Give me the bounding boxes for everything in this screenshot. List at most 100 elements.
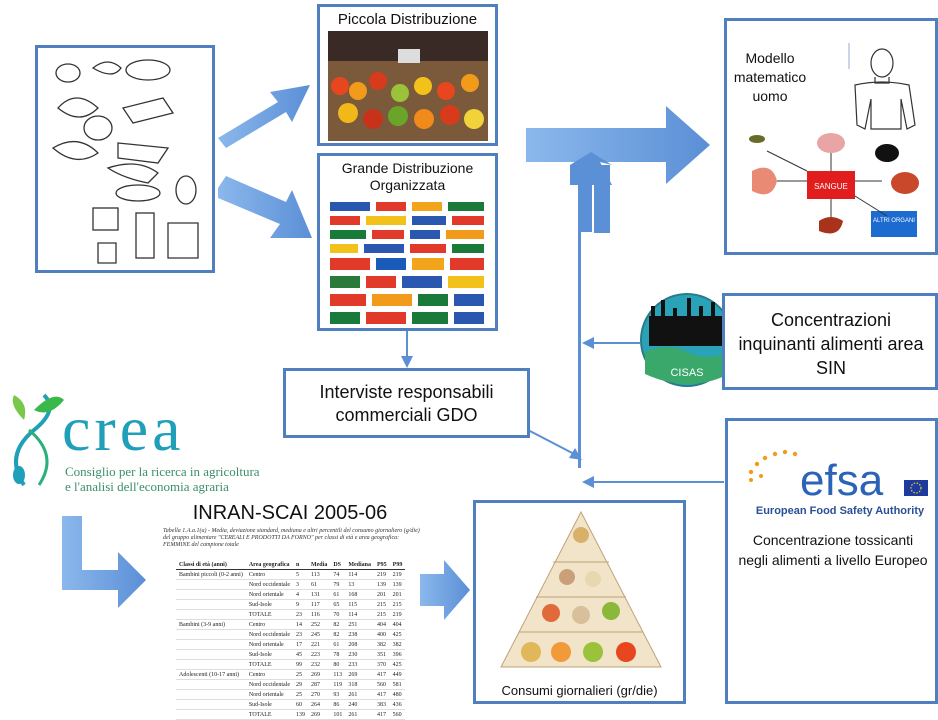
inran-table-cell: 201 [374,589,390,600]
inran-table-cell: Centro [245,569,293,580]
crea-wordmark: crea [62,393,185,464]
inran-table-cell: 114 [345,609,374,620]
arrow-to-grande [218,176,312,238]
concentrazioni-text: Concentrazioni inquinanti alimenti area … [738,310,924,378]
inran-table-cell [176,699,246,710]
inran-table-cell: 82 [330,629,346,640]
inran-table-cell: 230 [345,649,374,660]
inran-table-cell: 45 [292,649,308,660]
inran-table-cell: 139 [374,579,390,590]
inran-table-cell: Adolescenti (10-17 anni) [176,669,246,680]
inran-table-cell: 287 [307,679,331,690]
inran-table-cell: 417 [374,709,390,720]
inran-header-cell: P95 [374,560,390,570]
inran-table-cell [176,579,246,590]
arrow-to-piccola [218,85,310,148]
inran-table-cell: 74 [330,569,346,580]
food-box [35,45,215,273]
inran-table-cell: 245 [307,629,331,640]
inran-table-cell: 208 [345,639,374,650]
cisas-logo: CISAS [640,293,734,387]
inran-table-cell: 223 [307,649,331,660]
inran-table-cell: Nord orientale [245,639,293,650]
trunk-upper [594,165,610,233]
inran-table-cell: 240 [345,699,374,710]
inran-table-cell: 9 [292,599,308,610]
inran-table-cell: 269 [307,669,331,680]
crea-helix-icon [12,393,64,487]
inran-table-cell: 79 [330,579,346,590]
inran-table-cell: 215 [374,609,390,620]
inran-table-cell: 425 [389,659,406,670]
inran-table-cell: 60 [292,699,308,710]
inran-table-cell: 139 [292,709,308,720]
trunk-line [578,208,581,468]
efsa-box [725,418,938,704]
inran-table-cell: 417 [374,689,390,700]
inran-header-cell: Area geografica [245,560,293,570]
inran-table-cell: 269 [307,709,331,720]
inran-table-cell [176,689,246,700]
efsa-subtitle: European Food Safety Authority [755,505,925,517]
arrowhead-efsa [582,476,594,488]
inran-table-cell: 113 [330,669,346,680]
line-interviste-to-trunk [527,429,579,457]
food-sketch [51,59,199,264]
inran-table-cell: 86 [330,699,346,710]
grande-distribuzione-title: Grande Distribuzione Organizzata [341,160,474,193]
inran-table-cell: 61 [330,639,346,650]
inran-table-cell: 382 [374,639,390,650]
inran-table-cell: 219 [389,609,406,620]
consumi-text: Consumi giornalieri (gr/die) [501,683,658,698]
inran-table-cell: 116 [307,609,331,620]
inran-table-cell: Bambini (3-9 anni) [176,619,246,630]
inran-table-cell: Nord occidentale [245,679,293,690]
consumi-box: Consumi giornalieri (gr/die) [473,500,686,704]
inran-table-cell: 560 [389,709,406,720]
inran-table-cell: 436 [389,699,406,710]
inran-table-cell: 61 [307,579,331,590]
crea-subtitle-line2: e l'analisi dell'economia agraria [65,479,229,494]
inran-table-cell: 232 [307,659,331,670]
inran-table-cell: 382 [389,639,406,650]
inran-table-cell: 131 [307,589,331,600]
inran-table-cell: 383 [374,699,390,710]
inran-table-cell: 168 [345,589,374,600]
inran-table-cell: 261 [345,689,374,700]
inran-table-cell [176,679,246,690]
arrowhead-interviste [401,356,413,368]
connectors-layer [62,85,724,620]
inran-table-cell: 238 [345,629,374,640]
inran-table-cell: 251 [345,619,374,630]
inran-table-cell: 3 [292,579,308,590]
inran-table-cell: 23 [292,609,308,620]
market-photo [328,31,488,141]
inran-table-cell: 560 [374,679,390,690]
inran-table-cell: Nord orientale [245,689,293,700]
concentrazioni-box: Concentrazioni inquinanti alimenti area … [722,293,938,390]
efsa-caption: Concentrazione tossicanti negli alimenti… [738,532,928,568]
gdo-logos-collage [330,202,484,324]
eu-flag-icon [904,480,928,496]
inran-table-cell: 17 [292,639,308,650]
inran-table-cell: Centro [245,669,293,680]
inran-table-cell: 219 [374,569,390,580]
inran-table-cell: 78 [330,649,346,660]
inran-table-cell [176,639,246,650]
grande-distribuzione-box: Grande Distribuzione Organizzata [317,153,498,331]
inran-table-cell: 5 [292,569,308,580]
inran-table-cell: 201 [389,589,406,600]
inran-table-cell: 400 [374,629,390,640]
inran-header-cell: n [292,560,308,570]
